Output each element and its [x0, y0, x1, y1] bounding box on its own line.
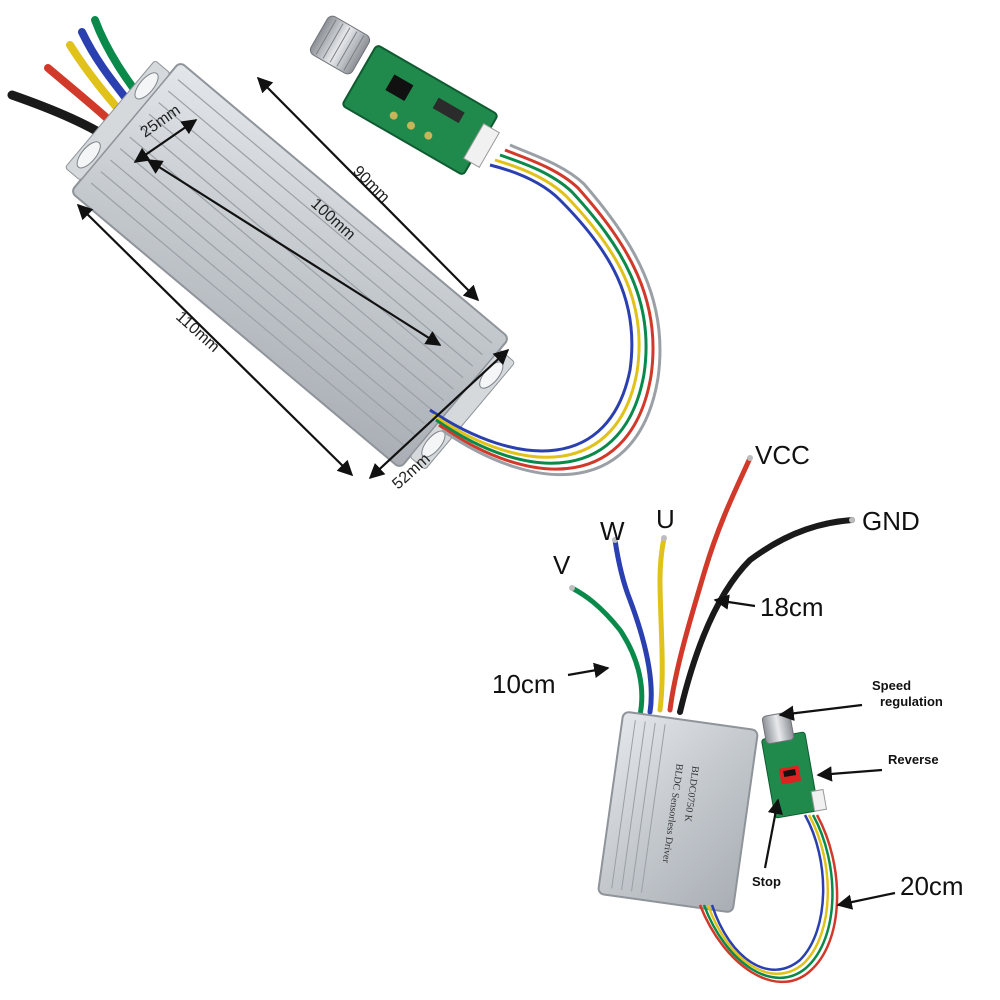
label-18cm: 18cm	[760, 592, 824, 622]
control-cable	[698, 814, 839, 984]
control-callouts: Speed regulation Reverse Stop	[752, 678, 943, 889]
label-stop: Stop	[752, 874, 781, 889]
label-w: W	[600, 516, 625, 546]
label-speed: Speed	[872, 678, 911, 693]
large-control-board	[342, 45, 500, 175]
label-regulation: regulation	[880, 694, 943, 709]
dimension-arrows	[76, 76, 510, 480]
callout-arrows	[567, 594, 896, 910]
label-vcc: VCC	[755, 440, 810, 470]
small-speed-knob	[761, 711, 795, 745]
dim-90mm: 90mm	[349, 163, 392, 206]
label-v: V	[553, 550, 571, 580]
small-controller-view: BLDC0750 K BLDC Sensorless Driver	[492, 440, 964, 984]
large-controller-view: 90mm 100mm 110mm 52mm 25mm	[7, 15, 662, 493]
label-gnd: GND	[862, 506, 920, 536]
dim-110mm: 110mm	[172, 308, 222, 356]
wire-labels: V W U VCC GND 18cm 10cm 20cm	[492, 440, 964, 901]
phase-and-power-wires	[569, 455, 855, 718]
small-controller-housing: BLDC0750 K BLDC Sensorless Driver	[597, 711, 759, 913]
large-speed-knob	[309, 15, 371, 75]
label-20cm: 20cm	[900, 871, 964, 901]
label-reverse: Reverse	[888, 752, 939, 767]
label-10cm: 10cm	[492, 669, 556, 699]
label-u: U	[656, 504, 675, 534]
large-controller-cable	[429, 143, 662, 477]
